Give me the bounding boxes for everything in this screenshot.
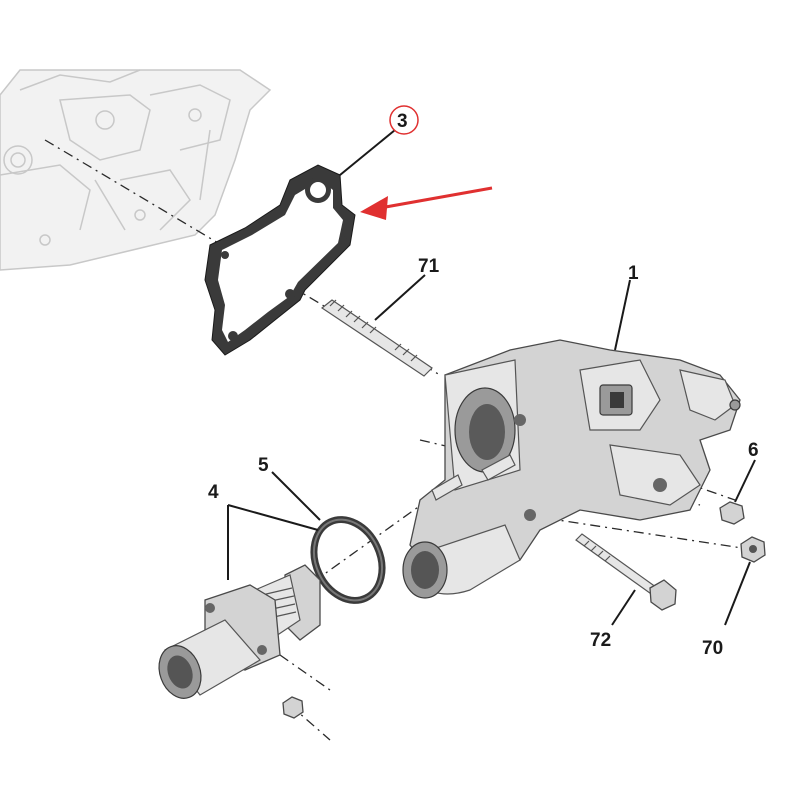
gasket-part (204, 164, 356, 356)
callout-highlight-circle (389, 105, 419, 135)
leader-lines (227, 129, 756, 626)
seal-ring-part (310, 516, 386, 604)
callout-screw: 72 (590, 630, 611, 651)
thermostat-part (158, 564, 321, 699)
screw-part (575, 533, 677, 611)
callout-thermostat: 4 (208, 482, 219, 503)
callout-gasket: 3 (397, 111, 408, 132)
housing-part (402, 339, 741, 599)
callout-seal-ring: 5 (258, 455, 269, 476)
small-nut-part (719, 501, 745, 525)
bottom-nut-part (282, 696, 304, 719)
indicator-arrow (360, 186, 493, 220)
callout-nut: 70 (702, 638, 723, 659)
callout-housing: 1 (628, 263, 639, 284)
engine-block-ghost (0, 69, 272, 271)
callout-nut-small: 6 (748, 440, 759, 461)
nut-part (740, 536, 766, 563)
callout-stud-long: 71 (418, 256, 440, 277)
long-stud-part (320, 299, 433, 377)
